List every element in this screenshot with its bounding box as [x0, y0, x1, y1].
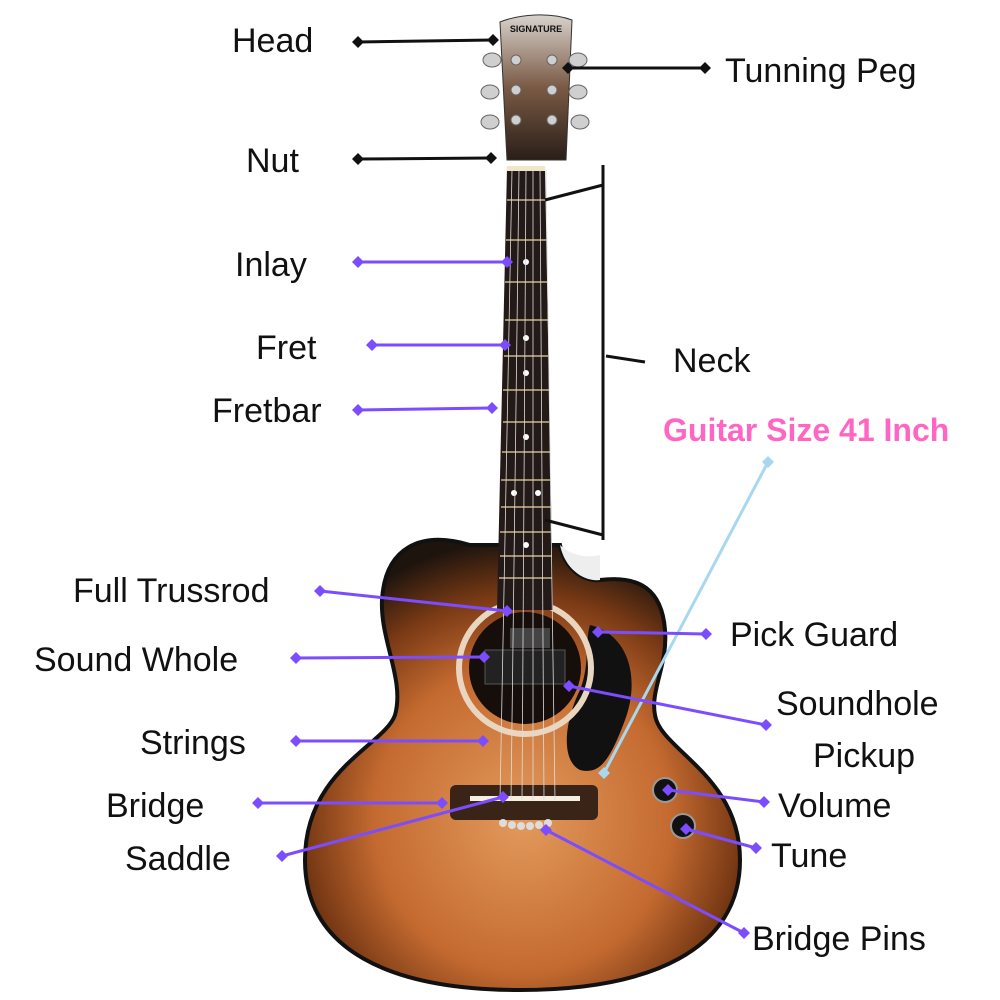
label-nut: Nut: [246, 142, 299, 180]
label-tune: Tune: [771, 837, 847, 875]
tune-knob: [670, 813, 696, 839]
label-saddle: Saddle: [125, 840, 231, 878]
neck: [497, 166, 556, 801]
neck-bracket: [544, 165, 646, 540]
label-soundhole-pickup-1: Soundhole: [776, 685, 939, 723]
label-strings: Strings: [140, 724, 246, 762]
label-inlay: Inlay: [235, 246, 307, 284]
label-full-trussrod: Full Trussrod: [73, 572, 270, 610]
label-tuning-peg: Tunning Peg: [725, 52, 917, 90]
label-neck: Neck: [673, 342, 751, 380]
label-bridge: Bridge: [106, 787, 204, 825]
label-bridge-pins: Bridge Pins: [752, 920, 926, 958]
leader-lines: [252, 34, 774, 939]
headstock: SIGNATURE: [480, 14, 590, 161]
sound-hole: [456, 599, 594, 737]
label-head: Head: [232, 22, 313, 60]
label-volume: Volume: [778, 787, 891, 825]
label-soundhole-pickup-2: Pickup: [813, 737, 915, 775]
label-pick-guard: Pick Guard: [730, 616, 898, 654]
label-sound-whole: Sound Whole: [34, 641, 238, 679]
label-fret: Fret: [256, 329, 317, 367]
label-fretbar: Fretbar: [212, 392, 322, 430]
guitar-size-title: Guitar Size 41 Inch: [663, 412, 949, 448]
brand-logo: SIGNATURE: [510, 24, 562, 34]
